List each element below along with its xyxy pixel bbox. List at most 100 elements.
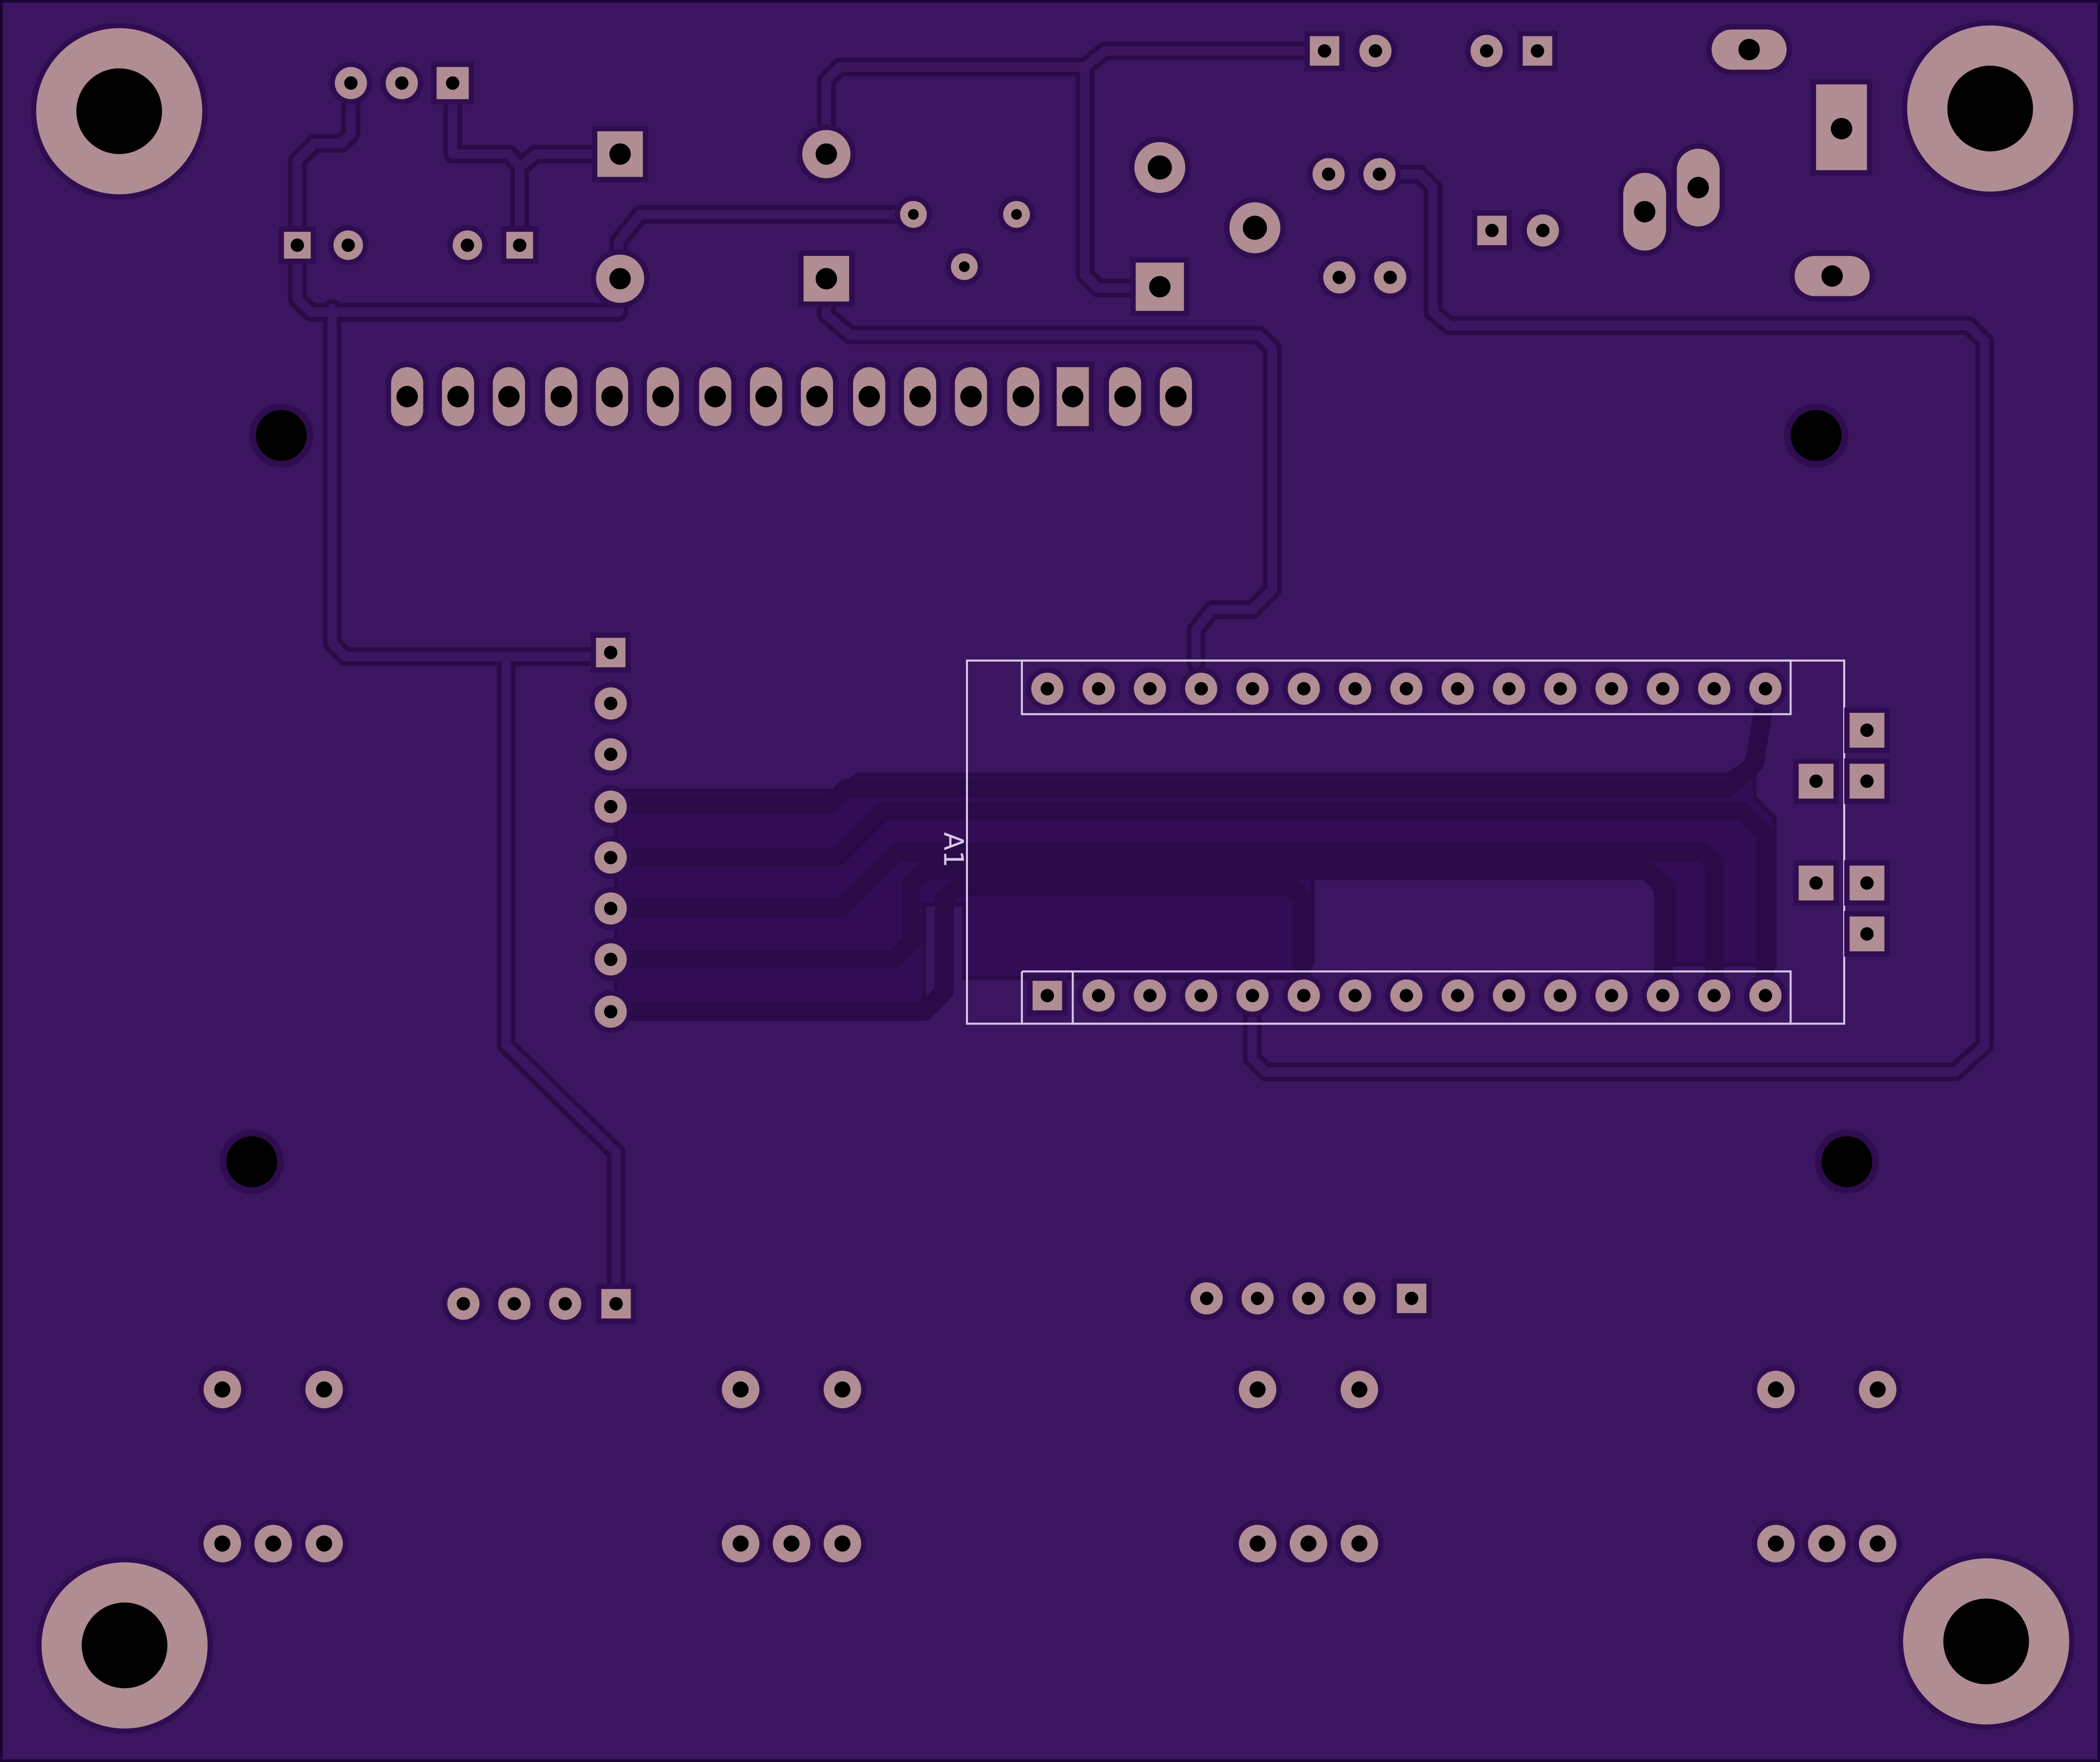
pad-drill [1149,276,1171,298]
pad-drill [1830,117,1852,139]
pad-drill [1245,682,1260,696]
pad-drill [834,1381,851,1398]
pad-drill [513,238,527,252]
pad-drill [1147,155,1172,180]
pad-drill [1451,682,1465,696]
pad-drill [1451,989,1465,1003]
pad-drill [214,1381,231,1398]
trace-12 [600,687,1775,814]
silkscreen-a1 [966,659,1846,1025]
npth-hole [226,1136,277,1188]
pad-drill [604,748,618,762]
pad-drill [1243,215,1267,240]
pad-drill [732,1381,749,1398]
pad-drill [1092,989,1105,1003]
pad-drill [1819,1535,1835,1552]
pad-drill [604,799,618,814]
pad-drill [1400,989,1414,1003]
pad-drill [1351,1381,1368,1398]
pad-drill [1485,224,1499,237]
pad-drill [609,268,631,290]
mounting-hole [1943,1598,2029,1685]
pad-drill [214,1535,231,1552]
pad-drill [1869,1381,1886,1398]
pad-drill [1656,682,1670,696]
pad-drill [1348,682,1362,696]
pad-drill [1605,989,1619,1003]
pad-drill [1249,1535,1266,1552]
pad-drill [815,268,837,290]
pad-drill [909,386,931,408]
pad-drill [1530,44,1544,58]
pad-drill [601,386,623,408]
pad-drill [558,1297,572,1311]
pad-drill [1012,386,1034,408]
pad-drill [755,386,777,408]
pad-drill [1245,989,1260,1003]
pad-drill [1860,876,1874,890]
pad-drill [732,1535,749,1552]
pad-drill [1809,774,1823,788]
pad-drill [1860,927,1874,941]
pad-drill [704,386,726,408]
pad-drill [446,76,459,90]
npth-hole [1821,1136,1872,1188]
pad-drill [858,386,880,408]
pad-drill [609,143,631,165]
pad-drill [1249,1381,1266,1398]
pad-drill [1302,1291,1316,1305]
pad-drill [341,238,355,252]
pad-drill [447,386,469,408]
pad-drill [1869,1535,1886,1552]
pad-drill [1011,209,1022,220]
pad-drill [806,386,828,408]
module-label: A1 [938,832,968,868]
pad-drill [1040,989,1054,1003]
trace-16 [600,877,1311,1022]
pad-drill [604,952,618,966]
pad-drill [604,851,618,865]
pad-drill [908,209,919,220]
pad-drill [1480,44,1493,58]
pad-drill [1687,176,1709,198]
pad-drill [959,261,970,272]
pad-drill [1656,989,1670,1003]
pad-drill [1322,167,1336,181]
pad-drill [1633,201,1655,223]
pad-drill [1351,1535,1368,1552]
pad-drill [604,646,618,659]
pad-drill [783,1535,800,1552]
pad-drill [1040,682,1054,696]
pad-drill [604,696,618,710]
pad-drill [1318,44,1331,58]
pad-drill [498,386,520,408]
pad-drill [1114,386,1136,408]
traces-inner [292,46,1990,1305]
pad-drill [1768,1381,1784,1398]
pads-layer [31,20,2079,1734]
pad-drill [1809,876,1823,890]
pad-drill [1400,682,1414,696]
pad-drill [1194,682,1208,696]
mounting-hole [76,68,163,154]
pad-drill [316,1381,332,1398]
pad-drill [290,238,304,252]
trace-13 [600,801,1775,1008]
pad-drill [604,1005,618,1018]
pad-drill [456,1297,470,1311]
pad-drill [1759,989,1772,1003]
trace-15 [600,862,1673,1008]
pad-drill [1605,682,1619,696]
pad-drill [344,76,358,90]
pad-drill [609,1297,623,1311]
pad-drill [1502,682,1516,696]
pad-drill [1332,270,1346,284]
pad-drill [1860,723,1874,737]
pad-drill [460,238,474,252]
pad-drill [1383,270,1397,284]
pad-drill [1536,224,1550,237]
pad-drill [1860,774,1874,788]
pad-drill [396,386,418,408]
